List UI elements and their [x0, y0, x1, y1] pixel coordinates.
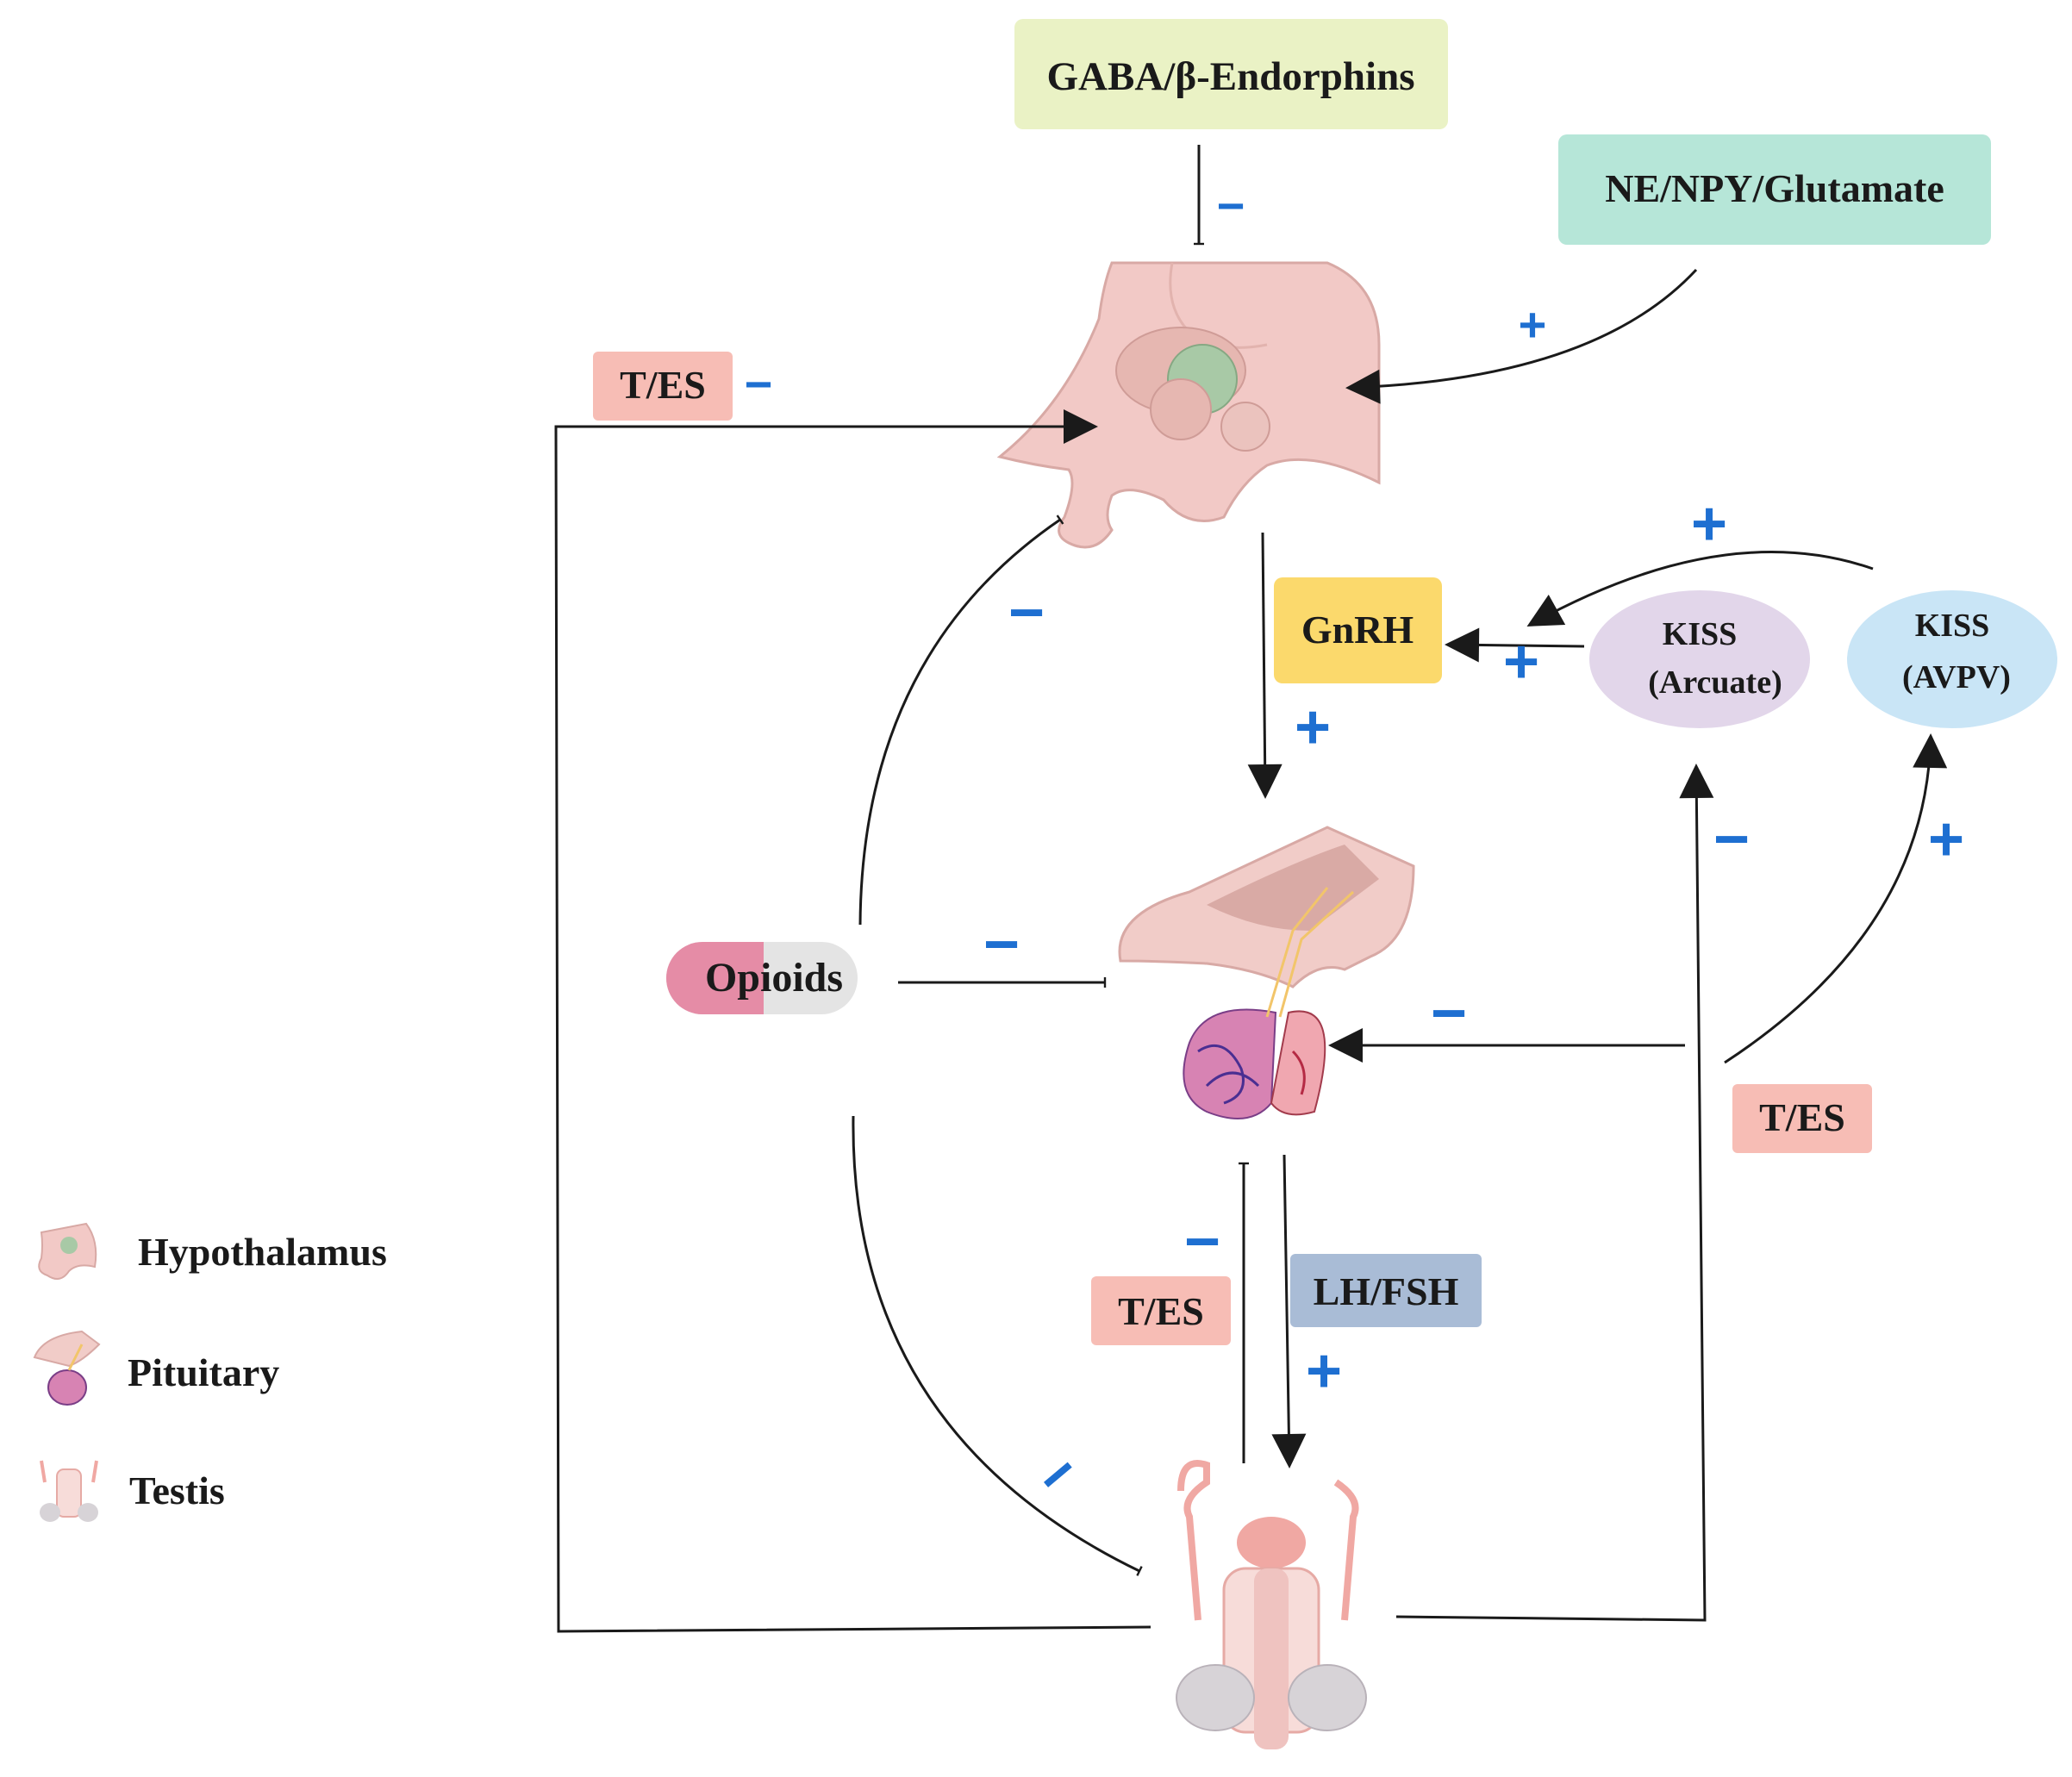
- kiss-arcuate-to-gnrh-connector: [1445, 627, 1585, 663]
- sign-kiss-avpv: +: [1691, 489, 1727, 558]
- tes-top-node: T/ES: [593, 352, 733, 421]
- sign-ne: +: [1519, 297, 1547, 352]
- testis-to-arcuate-connector: [1395, 764, 1714, 1622]
- kiss-avpv-line2: (AVPV): [1902, 659, 2011, 695]
- tes-top-label: T/ES: [620, 363, 706, 407]
- sign-gnrh: +: [1295, 693, 1331, 762]
- kiss-avpv-node: KISS (AVPV): [1847, 590, 2057, 728]
- tes-bottom-node: T/ES: [1091, 1276, 1231, 1345]
- pituitary-to-testis-connector: [1271, 1154, 1307, 1468]
- legend-hypothalamus-label: Hypothalamus: [138, 1230, 387, 1274]
- sign-tes-bottom: −: [1184, 1207, 1220, 1276]
- hypothalamus-to-pituitary-connector: [1247, 532, 1283, 799]
- legend: Hypothalamus Pituitary Testis: [33, 1222, 387, 1522]
- kiss-arcuate-node: KISS (Arcuate): [1589, 590, 1810, 728]
- sign-tes-top: −: [745, 357, 773, 411]
- sign-tes-avpv: +: [1928, 805, 1964, 874]
- kiss-avpv-line1: KISS: [1915, 608, 1990, 644]
- tes-right-label: T/ES: [1759, 1095, 1845, 1139]
- ne-stimulate-connector: [1345, 268, 1698, 404]
- legend-pituitary-label: Pituitary: [128, 1350, 279, 1394]
- lh-fsh-node: LH/FSH: [1290, 1254, 1482, 1327]
- testis-icon: [40, 1460, 98, 1522]
- sign-opioid-pituitary: −: [983, 910, 1020, 979]
- tes-bottom-label: T/ES: [1118, 1289, 1204, 1333]
- gnrh-label: GnRH: [1301, 608, 1414, 652]
- opioids-node: Opioids: [666, 942, 858, 1014]
- sign-tes-pituitary: −: [1431, 979, 1467, 1048]
- lh-fsh-label: LH/FSH: [1314, 1269, 1459, 1313]
- gnrh-node: GnRH: [1274, 577, 1442, 683]
- tes-right-node: T/ES: [1732, 1084, 1872, 1153]
- opioids-hypothalamus-connector: [858, 514, 1064, 926]
- sign-tes-arcuate: −: [1713, 805, 1750, 874]
- testis-to-hypothalamus-connector: [554, 409, 1151, 1633]
- kiss-avpv-to-gnrh-connector: [1526, 551, 1874, 627]
- sign-lh-fsh: +: [1306, 1337, 1342, 1406]
- testis-organ: [1176, 1460, 1367, 1749]
- gaba-label: GABA/β-Endorphins: [1046, 54, 1414, 99]
- hypothalamus-organ: [996, 261, 1381, 549]
- ne-node: NE/NPY/Glutamate: [1558, 134, 1991, 245]
- opioids-label: Opioids: [705, 955, 843, 1001]
- pituitary-organ: [1118, 826, 1415, 1119]
- sign-kiss-arcuate: +: [1503, 627, 1539, 696]
- pituitary-icon: [33, 1330, 101, 1406]
- gaba-node: GABA/β-Endorphins: [1014, 19, 1448, 129]
- kiss-arcuate-line1: KISS: [1663, 616, 1738, 652]
- sign-gaba: −: [1217, 178, 1245, 233]
- ne-label: NE/NPY/Glutamate: [1605, 166, 1944, 210]
- sign-opioid-hypothalamus: −: [1008, 578, 1045, 647]
- opioids-testis-connector: [852, 1115, 1143, 1576]
- legend-testis-label: Testis: [129, 1468, 225, 1512]
- kiss-arcuate-line2: (Arcuate): [1648, 664, 1782, 701]
- hypothalamus-icon: [38, 1222, 97, 1280]
- sign-opioid-testis: −: [1022, 1437, 1095, 1512]
- tes-to-avpv-connector: [1724, 733, 1948, 1064]
